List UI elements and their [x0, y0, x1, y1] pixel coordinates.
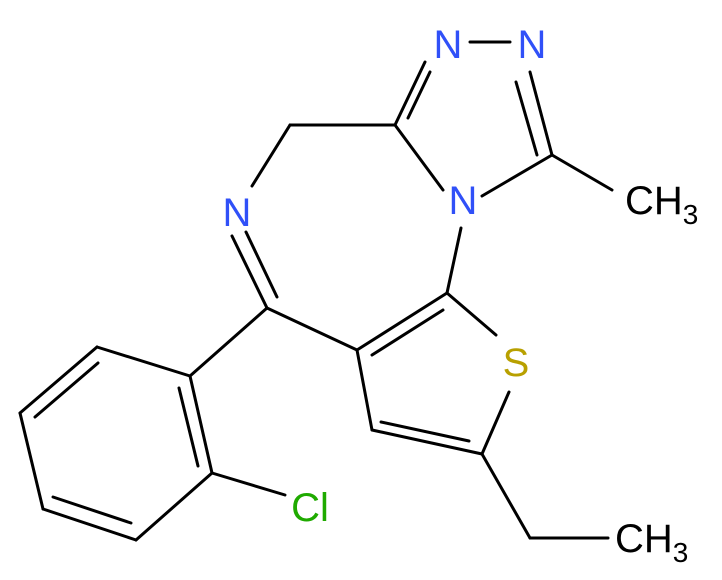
bond-ph-6-inner: [177, 386, 200, 468]
bond-ch2-n: [250, 123, 292, 188]
bond-c7-ph: [188, 306, 269, 378]
bond-ph-3: [18, 411, 45, 511]
bond-n-c7: [230, 234, 269, 310]
atom-n-bridge: N: [449, 179, 478, 223]
bond-n3-c-thio: [445, 226, 463, 295]
bond-methyl-top: [550, 153, 614, 192]
bond-n3-c: [393, 123, 445, 192]
bond-thio-c-c-inner: [370, 308, 445, 357]
atom-cl: Cl: [291, 486, 329, 530]
atom-n2: N: [518, 23, 547, 67]
bond-c-c-thio2: [355, 348, 374, 432]
bond-ethyl-1: [480, 452, 532, 540]
bond-s-c: [480, 390, 511, 456]
bond-c-c-thio-inner: [379, 420, 471, 443]
atom-n1: N: [434, 23, 463, 67]
bond-n-c7-inner: [244, 230, 279, 299]
methyl-bottom-label: CH3: [615, 517, 688, 568]
bond-ph-2-inner: [33, 361, 100, 419]
bond-ph-4-inner: [51, 495, 133, 525]
bond-c-n1: [393, 60, 427, 127]
bond-thio-c-c: [355, 291, 449, 352]
bond-ph-4: [41, 507, 138, 542]
bond-n2-c: [528, 70, 554, 157]
bond-ph-1: [95, 345, 192, 378]
bond-c-s: [445, 291, 498, 337]
bond-n2-c-inner: [514, 80, 539, 157]
bond-c-c-thio: [370, 428, 484, 456]
bond-layer: [18, 40, 614, 542]
atom-s: S: [503, 341, 530, 385]
bond-c7-c: [265, 306, 359, 352]
atom-label-layer: N N N N S Cl CH3 CH3: [223, 23, 699, 568]
bond-c-n3: [480, 153, 554, 198]
bond-ph-2: [18, 345, 99, 415]
bond-c-cl: [210, 471, 287, 497]
bond-ph-5: [134, 471, 214, 542]
bond-c-n1-inner: [406, 70, 432, 120]
methyl-top-label: CH3: [625, 179, 698, 230]
bond-ph-6: [188, 374, 214, 475]
atom-n-diazepine: N: [223, 191, 252, 235]
